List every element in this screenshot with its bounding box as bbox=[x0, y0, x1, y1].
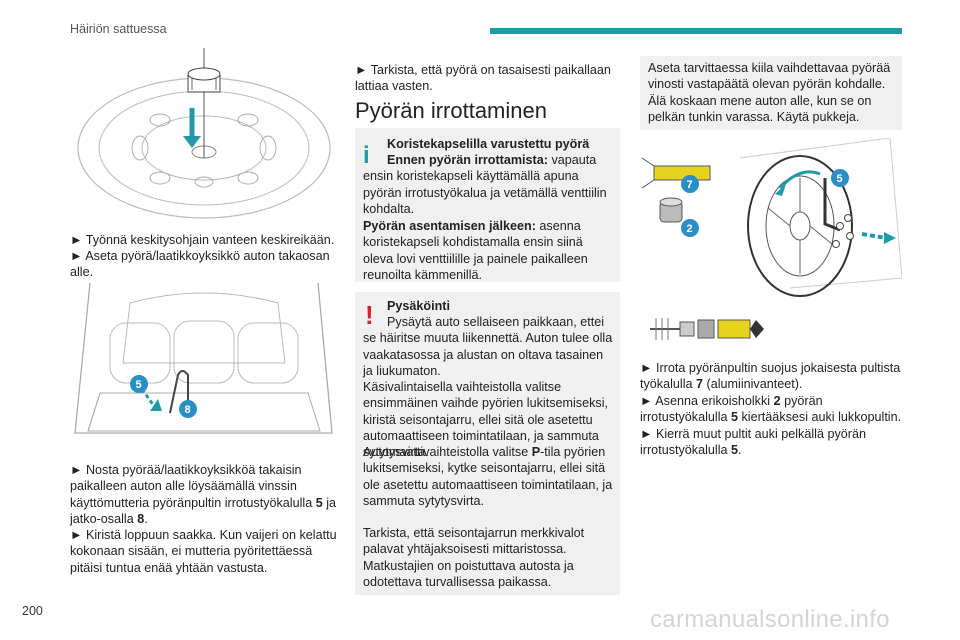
fig2-label-5: 5 bbox=[136, 379, 142, 391]
warning-title: Pysäköinti bbox=[387, 299, 450, 313]
warning-t3c: -tila pyörien lukitsemiseksi, kytke seis… bbox=[363, 445, 613, 508]
col3-step1-c: (alumiinivanteet). bbox=[703, 377, 803, 392]
col1-step3-c: ja jatko-osalla bbox=[70, 495, 337, 526]
header-accent-bar bbox=[490, 28, 902, 34]
socket-assembly-illustration bbox=[650, 318, 764, 340]
col3-step2: ► Asenna erikoisholkki 2 pyörän irrotust… bbox=[640, 393, 902, 426]
info-bold-1: Ennen pyörän irrottamista: bbox=[387, 153, 548, 167]
wedge-advice-box: Aseta tarvittaessa kiila vaihdettavaa py… bbox=[640, 56, 902, 130]
tool-5-ref-b: 5 bbox=[731, 410, 739, 425]
spare-wheel-centering-illustration bbox=[77, 48, 331, 219]
fig3-label-5: 5 bbox=[837, 173, 843, 185]
warning-t1: Pysäytä auto sellaiseen paikkaan, ettei … bbox=[363, 315, 613, 378]
wedge-advice-text: Aseta tarvittaessa kiila vaihdettavaa py… bbox=[648, 61, 891, 124]
col3-step3-a: ► Kierrä muut pultit auki pelkällä pyörä… bbox=[640, 427, 866, 458]
info-icon: i bbox=[363, 142, 370, 169]
col1-step4: ► Kiristä loppuun saakka. Kun vaijeri on… bbox=[70, 528, 337, 575]
fig2-label-8: 8 bbox=[185, 404, 191, 416]
col3-step2-a: ► Asenna erikoisholkki bbox=[640, 394, 774, 408]
col2-intro: ► Tarkista, että pyörä on tasaisesti pai… bbox=[355, 63, 611, 94]
warning-text-5: Matkustajien on poistuttava autosta ja o… bbox=[363, 559, 574, 590]
fig3-label-7: 7 bbox=[687, 179, 693, 191]
warning-t3a: Automaattivaihteistolla valitse bbox=[363, 445, 532, 459]
watermark: carmanualsonline.info bbox=[650, 606, 890, 633]
col3-step2-e: kiertääksesi auki lukkopultin. bbox=[738, 410, 902, 425]
col3-step3-c: . bbox=[738, 443, 742, 458]
warning-p-mode: P bbox=[531, 445, 541, 459]
fig3-label-2: 2 bbox=[687, 223, 693, 235]
col3-step1: ► Irrota pyöränpultin suojus jokaisesta … bbox=[640, 360, 902, 393]
warning-box: ! Pysäköinti Pysäytä auto sellaiseen pai… bbox=[355, 292, 620, 595]
trunk-winch-illustration: 5 8 bbox=[74, 283, 333, 434]
tool-7-ref: 7 bbox=[696, 377, 704, 392]
page-number: 200 bbox=[22, 604, 43, 618]
info-rest-2: asenna koristekapseli kohdistamalla ensi… bbox=[363, 219, 588, 282]
warning-text-3: Automaattivaihteistolla valitse P-tila p… bbox=[363, 444, 615, 509]
info-box: i Koristekapselilla varustettu pyörä Enn… bbox=[355, 128, 620, 282]
col1-step3-a: ► Nosta pyörää/laatikkoyksikköä takaisin… bbox=[70, 463, 316, 510]
running-header: Häiriön sattuessa bbox=[70, 22, 167, 36]
col3-step2-c: pyörän irrotustyökalulla bbox=[640, 394, 823, 425]
col1-step3-e: . bbox=[144, 511, 148, 526]
warning-text-4: Tarkista, että seisontajarrun merkkivalo… bbox=[363, 526, 585, 557]
tool-2-ref: 2 bbox=[773, 394, 781, 408]
tool-5-ref-c: 5 bbox=[731, 443, 739, 458]
warning-text-2: Käsivalintaisella vaihteistolla valitse … bbox=[363, 380, 608, 460]
info-rest-1: vapauta ensin koristekapseli käyttämällä… bbox=[363, 153, 607, 216]
tool-5-ref: 5 bbox=[315, 495, 323, 510]
wheel-removal-illustration: 7 5 2 bbox=[641, 138, 902, 297]
info-text-1: Ennen pyörän irrottamista: vapauta ensin… bbox=[363, 152, 615, 217]
info-bold-2: Pyörän asentamisen jälkeen: bbox=[363, 219, 536, 233]
warning-text-1: Pysäytä auto sellaiseen paikkaan, ettei … bbox=[363, 314, 615, 379]
info-title: Koristekapselilla varustettu pyörä bbox=[387, 137, 590, 151]
col1-step1: ► Työnnä keskitysohjain vanteen keskirei… bbox=[70, 233, 335, 247]
col3-step1-a: ► Irrota pyöränpultin suojus jokaisesta … bbox=[640, 361, 901, 392]
col1-step2: ► Aseta pyörä/laatikkoyksikkö auton taka… bbox=[70, 249, 330, 280]
warning-icon: ! bbox=[365, 300, 374, 330]
section-heading: Pyörän irrottaminen bbox=[355, 98, 547, 123]
tool-8-ref: 8 bbox=[137, 511, 145, 526]
col1-step3: ► Nosta pyörää/laatikkoyksikköä takaisin… bbox=[70, 462, 340, 527]
info-text-2: Pyörän asentamisen jälkeen: asenna koris… bbox=[363, 218, 615, 283]
col3-step3: ► Kierrä muut pultit auki pelkällä pyörä… bbox=[640, 426, 902, 459]
